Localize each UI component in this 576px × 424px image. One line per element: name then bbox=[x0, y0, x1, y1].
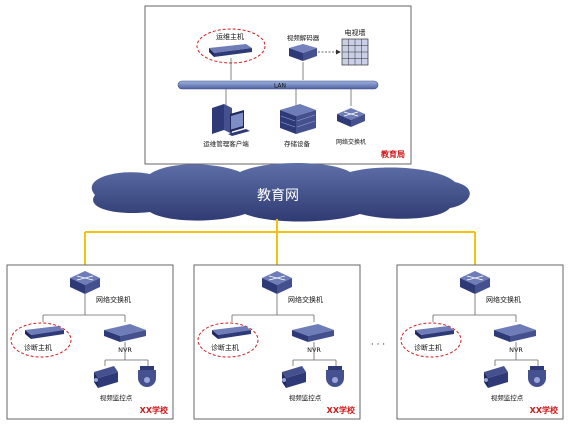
switch-label: 网络交换机 bbox=[288, 295, 323, 304]
tv-wall-label: 电视墙 bbox=[345, 28, 366, 37]
bureau-switch-icon bbox=[337, 108, 365, 127]
diag-host-label: 诊断主机 bbox=[414, 343, 442, 352]
lan-bus bbox=[177, 80, 379, 90]
bureau-name: 教育局 bbox=[380, 149, 405, 159]
diag-host-highlight bbox=[197, 322, 259, 358]
school-3: 网络交换机 诊断主机 NVR 视频监控点 XX学校 bbox=[396, 264, 564, 420]
school-2: 网络交换机 诊断主机 NVR 视频监控点 XX学校 bbox=[193, 264, 361, 420]
arrow-icon bbox=[336, 49, 341, 55]
more-schools-ellipsis: · · · bbox=[371, 340, 385, 350]
diag-host-icon bbox=[25, 326, 64, 339]
switch-fanout-links bbox=[432, 294, 517, 322]
tv-wall-icon bbox=[341, 38, 369, 66]
school-frame bbox=[193, 264, 361, 420]
video-decoder-icon bbox=[289, 44, 317, 61]
dome-camera-icon bbox=[528, 366, 546, 387]
camera-label: 视频监控点 bbox=[491, 393, 524, 402]
school-name: XX学校 bbox=[140, 405, 169, 415]
diag-host-highlight bbox=[10, 322, 72, 358]
school-name: XX学校 bbox=[530, 405, 559, 415]
bullet-camera-icon bbox=[282, 366, 306, 388]
school-name: XX学校 bbox=[327, 405, 356, 415]
school-1: 网络交换机 诊断主机 NVR 视频监控点 XX学校 bbox=[6, 264, 174, 420]
diag-host-highlight bbox=[400, 322, 462, 358]
camera-label: 视频监控点 bbox=[100, 393, 133, 402]
school-frame bbox=[396, 264, 564, 420]
storage-icon bbox=[280, 104, 316, 134]
network-switch-icon bbox=[70, 271, 100, 294]
storage-label: 存储设备 bbox=[284, 139, 311, 148]
nvr-fanout-links bbox=[494, 342, 539, 366]
bullet-camera-icon bbox=[94, 366, 118, 388]
switch-fanout-links bbox=[42, 294, 126, 322]
uplinks bbox=[84, 219, 476, 265]
ops-host-icon bbox=[209, 44, 252, 57]
nvr-icon bbox=[494, 324, 536, 342]
diag-host-label: 诊断主机 bbox=[24, 343, 52, 352]
bullet-camera-icon bbox=[484, 366, 508, 388]
nvr-icon bbox=[292, 324, 334, 342]
dome-camera-icon bbox=[138, 366, 156, 387]
ops-client-label: 运维管理客户端 bbox=[203, 139, 249, 148]
lan-label: LAN bbox=[274, 83, 286, 90]
camera-label: 视频监控点 bbox=[289, 393, 322, 402]
switch-label: 网络交换机 bbox=[96, 295, 131, 304]
nvr-icon bbox=[104, 324, 146, 342]
network-switch-icon bbox=[262, 271, 292, 294]
ops-host-label: 运维主机 bbox=[216, 32, 244, 41]
workstation-icon bbox=[212, 104, 250, 136]
nvr-fanout-links bbox=[292, 342, 337, 366]
education-network-label: 教育网 bbox=[257, 188, 299, 204]
diag-host-label: 诊断主机 bbox=[211, 343, 239, 352]
diag-host-icon bbox=[415, 326, 454, 339]
video-decoder-label: 视频解码器 bbox=[287, 33, 320, 42]
school-frame bbox=[6, 264, 174, 420]
diag-host-icon bbox=[212, 326, 251, 339]
education-network-cloud bbox=[91, 163, 470, 222]
switch-fanout-links bbox=[231, 294, 315, 322]
switch-label: 网络交换机 bbox=[486, 295, 521, 304]
network-switch-icon bbox=[460, 271, 490, 294]
dome-camera-icon bbox=[326, 366, 344, 387]
nvr-fanout-links bbox=[104, 342, 149, 366]
bureau-switch-label: 网络交换机 bbox=[336, 138, 366, 146]
